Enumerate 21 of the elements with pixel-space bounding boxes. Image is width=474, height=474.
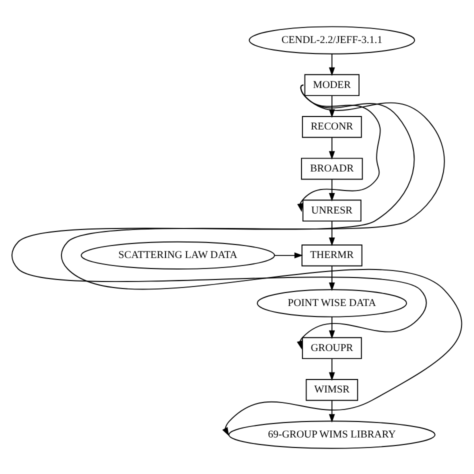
arrow (328, 265, 335, 291)
arrow (60, 84, 462, 436)
arrow (328, 316, 335, 338)
arrow (274, 252, 303, 258)
arrow (328, 358, 335, 380)
node-ellipse: CENDL-2.2/JEFF-3.1.1 (248, 26, 416, 54)
node-box: THERMR (302, 244, 362, 266)
node-box: GROUPR (302, 336, 362, 359)
node-box: BROADR (301, 157, 363, 180)
arrow (328, 178, 335, 201)
arrow (328, 220, 335, 246)
node-box: RECONR (302, 116, 362, 138)
arrow (328, 399, 335, 422)
node-box: WIMSR (306, 378, 358, 400)
node-box: UNRESR (302, 199, 362, 222)
node-ellipse: SCATTERING LAW DATA (80, 240, 276, 269)
node-ellipse: 69-GROUP WIMS LIBRARY (228, 420, 436, 448)
arrow (328, 136, 335, 160)
node-ellipse: POINT WISE DATA (256, 288, 408, 317)
arrow (328, 52, 335, 76)
node-box: MODER (304, 74, 360, 96)
